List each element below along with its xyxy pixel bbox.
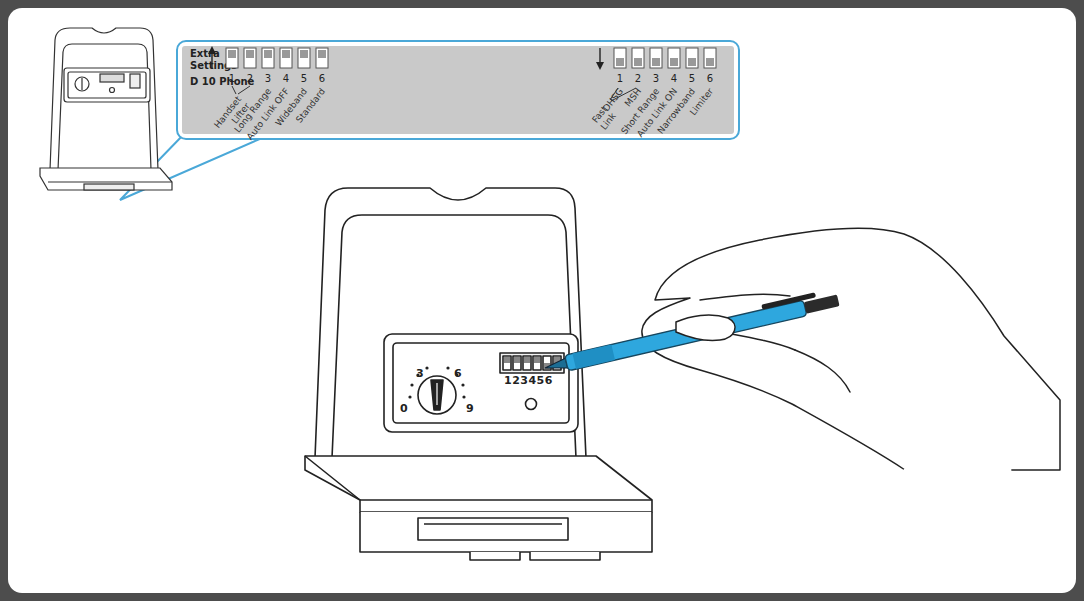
pen: [542, 288, 840, 376]
switch-number: 4: [279, 73, 293, 84]
switch-number: 6: [315, 73, 329, 84]
switch-number: 1: [225, 73, 239, 84]
dial-number: 3: [416, 368, 424, 380]
switch-number: 1: [613, 73, 627, 84]
switch-numbers: 123456: [504, 375, 553, 387]
switch-number: 6: [703, 73, 717, 84]
switch-number: 5: [297, 73, 311, 84]
hand: [642, 228, 1060, 470]
inset-station: [40, 28, 172, 190]
switch-number: 5: [685, 73, 699, 84]
switch-number: 4: [667, 73, 681, 84]
base-station: [305, 188, 652, 560]
dial-number: 9: [466, 403, 474, 415]
callout-heading: Extra Settings: [190, 48, 238, 72]
dial-number: 6: [454, 368, 462, 380]
switch-number: 2: [631, 73, 645, 84]
thumb: [676, 315, 735, 340]
switch-number: 2: [243, 73, 257, 84]
switch-number: 3: [261, 73, 275, 84]
panel: [8, 8, 1076, 593]
dial-number: 0: [400, 403, 408, 415]
switch-number: 3: [649, 73, 663, 84]
